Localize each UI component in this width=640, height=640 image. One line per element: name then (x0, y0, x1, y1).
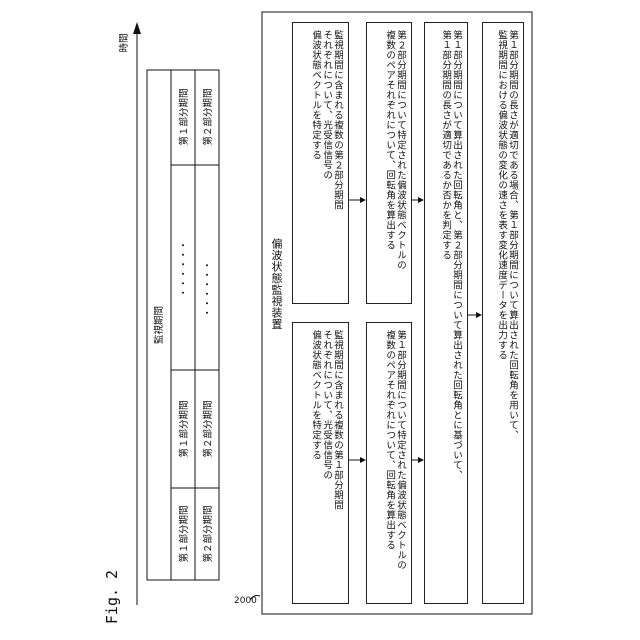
row2-cell-last: 第２部分期間 (200, 77, 214, 157)
row2-cell-2: 第２部分期間 (200, 389, 214, 469)
step3-judgement-box: 第１部分期間について算出された回転角と、第２部分期間について算出された回転角とに… (424, 22, 468, 604)
row1-cell-1: 第１部分期間 (176, 494, 190, 574)
row1-cell-2: 第１部分期間 (176, 389, 190, 469)
row1-cell-last: 第１部分期間 (176, 77, 190, 157)
step1-second-period-box: 監視期間に含まれる複数の第２部分期間 それぞれについて、光受信信号の 偏波状態ベ… (292, 22, 349, 304)
row1-cell-ellipsis: ・・・・・・ (176, 229, 190, 309)
time-axis-label: 時間 (116, 28, 130, 58)
step4-output-box: 第１部分期間の長さが適切である場合、第１部分期間について算出された回転角を用いて… (482, 22, 524, 604)
step2-first-period-box: 第１部分期間について特定された偏波状態ベクトルの 複数のペアそれぞれについて、回… (366, 322, 412, 604)
step2-second-period-text: 第２部分期間について特定された偏波状態ベクトルの 複数のペアそれぞれについて、回… (383, 30, 405, 296)
time-axis-arrowhead (133, 22, 141, 34)
monitoring-period-label: 監視期間 (151, 293, 165, 357)
device-title: 偏波状態監視装置 (266, 238, 282, 358)
row2-cell-ellipsis: ・・・・・・ (200, 249, 214, 329)
step1-first-period-box: 監視期間に含まれる複数の第１部分期間 それぞれについて、光受信信号の 偏波状態ベ… (292, 322, 349, 604)
step1-first-period-text: 監視期間に含まれる複数の第１部分期間 それぞれについて、光受信信号の 偏波状態ベ… (309, 330, 342, 596)
step2-first-period-text: 第１部分期間について特定された偏波状態ベクトルの 複数のペアそれぞれについて、回… (383, 330, 405, 596)
device-ref-number: 2000 (234, 596, 264, 608)
step4-output-text: 第１部分期間の長さが適切である場合、第１部分期間について算出された回転角を用いて… (495, 30, 517, 596)
step3-judgement-text: 第１部分期間について算出された回転角と、第２部分期間について算出された回転角とに… (439, 30, 461, 596)
step1-second-period-text: 監視期間に含まれる複数の第２部分期間 それぞれについて、光受信信号の 偏波状態ベ… (309, 30, 342, 296)
step2-second-period-box: 第２部分期間について特定された偏波状態ベクトルの 複数のペアそれぞれについて、回… (366, 22, 412, 304)
row2-cell-1: 第２部分期間 (200, 494, 214, 574)
